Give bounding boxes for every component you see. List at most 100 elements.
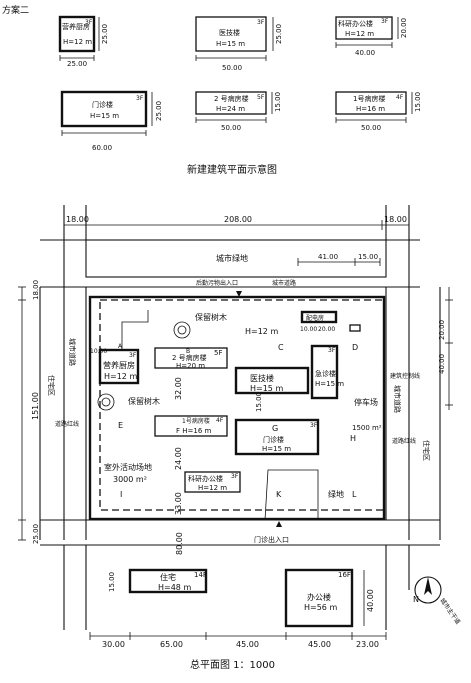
site-emergency-name: 急诊楼 <box>315 369 336 378</box>
schem-research-h: H=12 m <box>345 30 374 38</box>
schem-clinic-w: 60.00 <box>92 144 112 152</box>
label-city-road-left: 城市道路 <box>68 338 77 366</box>
schem-kitchen-w: 25.00 <box>67 60 87 68</box>
dirty-exit-arrow-icon <box>236 291 242 297</box>
dim-bottom-1: 65.00 <box>160 640 183 649</box>
schem-research-d: 20.00 <box>400 18 408 38</box>
site-office <box>284 568 354 628</box>
label-residence-left: 住宅区 <box>47 375 56 396</box>
lot-c: C <box>278 343 284 352</box>
dim-top-seg2: 15.00 <box>358 253 378 261</box>
site-clinic-h: H=15 m <box>262 445 291 453</box>
lot-g: G <box>272 424 278 433</box>
schematic-kitchen: 营养厨房 H=12 m 3F 25.00 25.00 <box>58 15 109 68</box>
tree-icon <box>173 321 191 339</box>
lot-e: E <box>118 421 123 430</box>
schem-ward1-name: 1号病房楼 <box>353 94 385 103</box>
caption-bottom: 总平面图 1：1000 <box>190 658 275 671</box>
label-keep-tree1: 保留树木 <box>195 312 227 322</box>
site-kitchen-h: H=12 m <box>104 372 137 381</box>
label-other-road: 城市主干道 <box>438 597 462 626</box>
schem-ward1-w: 50.00 <box>361 124 381 132</box>
dim-bottom-0: 30.00 <box>102 640 125 649</box>
site-tech <box>234 366 310 395</box>
site-tech-name: 医技楼 <box>250 373 274 383</box>
schematic-ward1: 1号病房楼 H=16 m 4F 50.00 15.00 <box>335 91 422 132</box>
label-parking-area: 1500 m² <box>352 424 382 432</box>
site-emergency-h: H=15 m <box>315 380 344 388</box>
site-research-name: 科研办公楼 <box>188 474 223 483</box>
label-road-red-left: 道路红线 <box>55 420 79 428</box>
site-ward2-name: 2 号病房楼 <box>172 353 207 362</box>
dim-mid-b: 24.00 <box>174 447 183 470</box>
dim-top-left: 18.00 <box>66 215 89 224</box>
site-ward1 <box>154 415 228 437</box>
site-res-h: H=48 m <box>158 583 191 592</box>
label-activity-area: 3000 m² <box>113 475 147 484</box>
north-arrow-icon: N <box>413 576 442 604</box>
small-building <box>300 310 338 324</box>
site-research-h: H=12 m <box>198 484 227 492</box>
label-building-red: 建筑控制线 <box>390 372 420 380</box>
dim-small-a: 10.00 <box>300 326 317 333</box>
label-parking: 停车场 <box>354 397 378 407</box>
schematic-research: 科研办公楼 H=12 m 3F 40.00 20.00 <box>335 16 408 57</box>
label-green: 绿地 <box>328 489 344 499</box>
dim-mid-a: 32.00 <box>174 377 183 400</box>
lot-a: A <box>118 343 123 350</box>
label-clinic-gate: 门诊出入口 <box>254 535 289 544</box>
dim-right-mid: 40.00 <box>438 354 446 374</box>
label-small-bld: 配电房 <box>306 314 324 322</box>
site-res-name: 住宅 <box>160 572 176 582</box>
site-ward1-name: 1号病房楼 <box>182 417 210 425</box>
schem-kitchen-h: H=12 m <box>63 38 92 46</box>
lot-k: K <box>276 490 282 499</box>
label-city-green: 城市绿地 <box>216 253 248 263</box>
dim-top-seg1: 41.00 <box>318 253 338 261</box>
site-kitchen-name: 营养厨房 <box>103 360 135 370</box>
schem-tech-h: H=15 m <box>216 40 245 48</box>
schem-kitchen-name: 营养厨房 <box>62 22 90 31</box>
schematic-ward2: 2 号病房楼 H=24 m 5F 50.00 15.00 <box>195 91 282 132</box>
site-research-f: 3F <box>231 473 239 480</box>
lot-d: D <box>352 343 358 352</box>
tree-icon-2 <box>97 393 115 411</box>
schem-ward2-d: 15.00 <box>274 92 282 112</box>
label-keep-tree2: 保留树木 <box>128 396 160 406</box>
site-kitchen <box>98 348 140 385</box>
dim-mid-c: 33.00 <box>174 492 183 515</box>
site-clinic-f: 3F <box>310 422 318 429</box>
dim-res-depth: 15.00 <box>108 572 116 592</box>
dim-left-upper: 18.00 <box>32 280 40 300</box>
label-road-red-right: 道路红线 <box>392 437 416 445</box>
label-residence-right: 住宅区 <box>422 440 431 461</box>
schem-tech-d: 25.00 <box>275 24 283 44</box>
site-office-name: 办公楼 <box>307 592 331 602</box>
schem-tech-name: 医技楼 <box>219 28 240 37</box>
dim-small-b: 20.00 <box>318 326 335 333</box>
schem-clinic-h: H=15 m <box>90 112 119 120</box>
label-city-road-top: 城市道路 <box>272 279 296 287</box>
site-emergency-f: 3F <box>328 347 336 354</box>
lot-i: I <box>120 490 122 499</box>
dim-left-site: 151.00 <box>31 392 40 420</box>
dim-bottom-2: 45.00 <box>236 640 259 649</box>
dim-bottom-road: 80.00 <box>175 532 184 555</box>
clinic-gate-arrow-icon <box>276 521 282 527</box>
caption-top: 新建建筑平面示意图 <box>187 163 277 176</box>
schem-ward2-name: 2 号病房楼 <box>214 94 249 103</box>
dim-top-total: 208.00 <box>224 215 252 224</box>
lot-l: L <box>352 490 357 499</box>
lot-h: H <box>350 434 356 443</box>
site-research <box>184 471 241 493</box>
schem-research-w: 40.00 <box>355 49 375 57</box>
site-ward2-f: 5F <box>214 349 222 357</box>
site-ward1-f: 4F <box>216 417 224 424</box>
schem-kitchen-d: 25.00 <box>101 24 109 44</box>
label-dirty-exit: 后勤污物出入口 <box>196 279 238 287</box>
dim-bottom-4: 23.00 <box>356 640 379 649</box>
schem-clinic-name: 门诊楼 <box>92 100 113 109</box>
schem-ward2-fl: 5F <box>257 94 265 101</box>
label-activity: 室外活动场地 <box>104 462 152 472</box>
